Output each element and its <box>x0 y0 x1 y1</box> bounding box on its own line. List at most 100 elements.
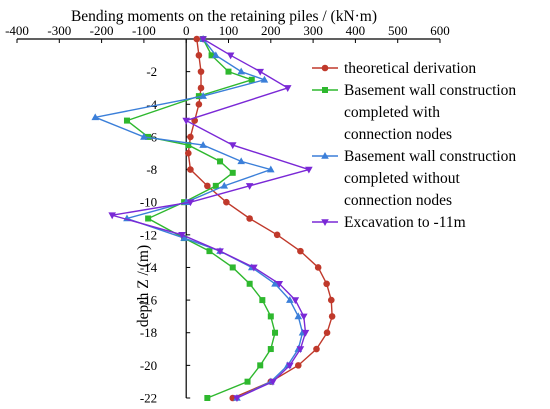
data-point <box>328 313 336 320</box>
data-point <box>91 113 100 121</box>
data-point <box>206 248 213 255</box>
data-point <box>228 142 237 150</box>
data-point <box>208 52 215 59</box>
data-point <box>294 362 302 369</box>
x-tick-label: 0 <box>183 23 190 38</box>
legend-label: connection nodes <box>344 192 452 209</box>
data-point <box>323 280 330 288</box>
x-tick-label: 600 <box>430 23 450 38</box>
data-point <box>246 215 253 222</box>
data-point <box>256 68 265 76</box>
data-point <box>225 68 232 75</box>
legend-swatch-marker <box>321 64 329 72</box>
data-point <box>186 199 195 207</box>
data-point <box>301 329 310 337</box>
legend-label: theoretical derivation <box>344 60 476 77</box>
x-tick-label: 300 <box>303 23 323 38</box>
x-axis-title: Bending moments on the retaining piles /… <box>71 8 377 25</box>
data-point <box>297 247 304 255</box>
y-tick-label: -6 <box>146 129 157 144</box>
data-point <box>294 312 303 320</box>
y-tick-label: -22 <box>140 391 157 406</box>
data-point <box>220 181 229 189</box>
data-point <box>271 279 279 287</box>
series-layer <box>91 35 336 402</box>
data-point <box>216 248 224 256</box>
data-point <box>286 362 294 370</box>
y-tick-label: -8 <box>146 162 157 177</box>
data-point <box>195 93 202 100</box>
data-point <box>299 313 308 321</box>
y-tick-label: -20 <box>140 358 157 373</box>
data-point <box>226 52 235 60</box>
data-point <box>217 158 224 165</box>
legend-item-1: Basement wall construction completed with… <box>312 82 516 143</box>
series-3 <box>108 36 313 402</box>
data-point <box>296 346 305 354</box>
y-tick-label: -14 <box>140 260 158 275</box>
data-point <box>248 76 255 83</box>
data-point <box>257 362 264 369</box>
data-point <box>145 215 152 222</box>
data-point <box>223 198 230 206</box>
data-point <box>197 84 205 92</box>
data-point <box>269 378 277 386</box>
data-point <box>267 313 274 320</box>
x-tick-label: -200 <box>90 23 114 38</box>
data-point <box>233 395 241 402</box>
x-tick-label: 400 <box>346 23 366 38</box>
legend-swatch-marker <box>321 152 329 159</box>
data-point <box>323 329 331 337</box>
data-point <box>237 157 245 165</box>
data-point <box>180 234 188 241</box>
legend-swatch-marker <box>322 87 328 93</box>
data-point <box>272 329 279 336</box>
data-point <box>199 36 207 43</box>
data-point <box>245 183 254 190</box>
data-point <box>259 297 266 304</box>
y-tick-label: -12 <box>140 227 157 242</box>
data-point <box>195 52 203 59</box>
data-point <box>197 68 205 75</box>
legend-label: completed with <box>344 104 440 121</box>
data-point <box>195 100 203 108</box>
data-point <box>193 35 201 43</box>
data-point <box>283 85 292 92</box>
data-point <box>260 75 269 83</box>
legend-label: completed without <box>344 170 460 187</box>
x-tick-label: 100 <box>219 23 239 38</box>
y-tick-label: -18 <box>140 325 157 340</box>
data-point <box>204 182 211 190</box>
x-tick-label: -100 <box>132 23 156 38</box>
data-point <box>267 346 274 353</box>
data-point <box>212 182 219 189</box>
data-point <box>244 378 251 385</box>
legend-label: Basement wall construction <box>344 148 516 165</box>
data-point <box>185 149 192 157</box>
x-tick-label: 200 <box>261 23 281 38</box>
y-tick-label: -16 <box>140 293 158 308</box>
data-point <box>123 117 130 124</box>
y-axis-title: depth Z / (m) <box>135 245 152 327</box>
data-point <box>267 165 275 173</box>
y-tick-label: -10 <box>140 195 157 210</box>
data-point <box>229 264 236 271</box>
data-point <box>246 280 253 287</box>
data-point <box>212 51 220 59</box>
data-point <box>187 166 194 173</box>
data-point <box>314 264 322 271</box>
y-tick-label: -2 <box>146 64 157 79</box>
data-point <box>140 132 148 140</box>
data-point <box>327 296 335 304</box>
legend-label: connection nodes <box>344 126 452 143</box>
data-point <box>187 133 194 141</box>
data-point <box>185 142 192 149</box>
data-point <box>237 67 245 75</box>
legend-label: Basement wall construction <box>344 82 516 99</box>
data-point <box>204 395 211 401</box>
data-point <box>273 231 281 239</box>
data-point <box>182 117 190 125</box>
